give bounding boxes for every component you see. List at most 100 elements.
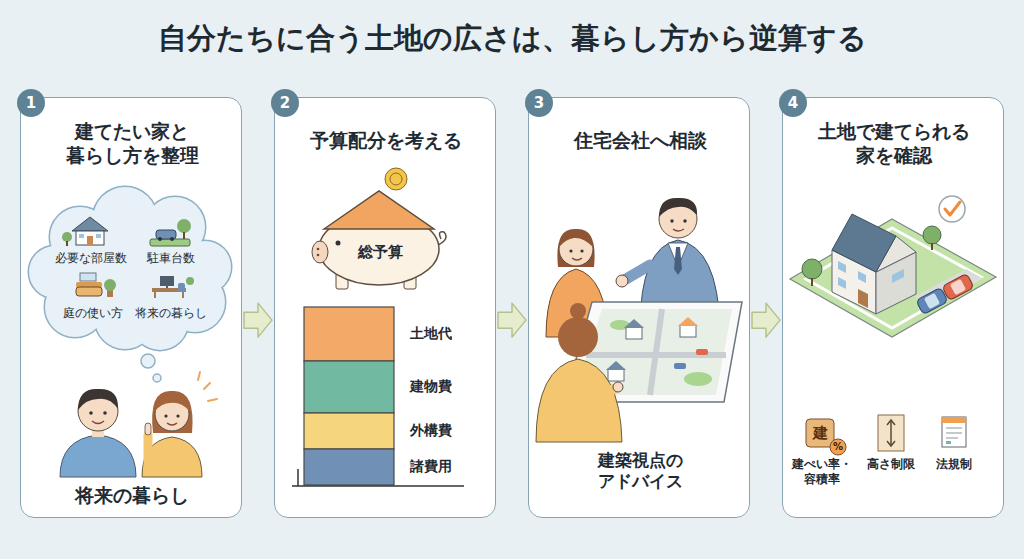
site-plan-board <box>696 349 708 355</box>
flow-arrow <box>498 303 526 337</box>
icon-glyph: 建 <box>808 424 832 443</box>
regulation-document-icon <box>942 417 966 447</box>
client-woman <box>570 303 586 319</box>
height-limit-icon <box>887 441 895 446</box>
piggy-bank <box>317 254 320 257</box>
thought-bubble: 必要な部屋数駐車台数庭の使い方将来の暮らし <box>41 198 223 343</box>
step-panel: 土地で建てられる 家を確認4 <box>782 97 1004 518</box>
step4-illustration <box>790 196 996 455</box>
site-plan-board <box>674 363 686 369</box>
step-number-label: 1 <box>17 89 45 117</box>
site-plan-board <box>606 361 626 370</box>
car-red <box>950 279 966 295</box>
flow-arrow <box>244 303 272 337</box>
house-icon <box>62 217 108 246</box>
step3-illustration <box>536 198 742 442</box>
step-heading: 住宅会社へ相談 <box>540 129 740 153</box>
woman-figure <box>155 395 190 411</box>
budget-stack <box>292 485 464 487</box>
check-badge <box>939 196 965 222</box>
regulation-document-icon <box>946 428 962 429</box>
house-icon <box>96 234 101 238</box>
advisor-man <box>616 275 628 287</box>
height-limit-icon <box>890 421 892 445</box>
woman-figure <box>145 423 151 435</box>
client-woman <box>558 317 598 357</box>
diagram-title: 自分たちに合う土地の広さは、暮らし方から逆算する <box>0 20 1024 56</box>
desk-icon <box>152 276 194 298</box>
step-panel: 住宅会社へ相談建築視点の アドバイス3 <box>528 97 750 518</box>
garden-icon <box>76 273 116 297</box>
piggy-bank <box>324 191 434 229</box>
house-icon <box>76 231 104 245</box>
woman-figure <box>167 423 177 425</box>
site-plan-board <box>678 317 698 326</box>
check-badge <box>939 196 965 222</box>
wish-item: 将来の暮らし <box>131 306 211 321</box>
wish-item: 駐車台数 <box>136 251 206 266</box>
lot-plan <box>923 226 941 244</box>
check-badge <box>945 202 960 215</box>
site-plan-board <box>624 319 644 328</box>
budget-item: 建物費 <box>410 378 480 396</box>
budget-stack <box>304 449 394 485</box>
height-limit-icon <box>878 415 904 451</box>
advisor-man <box>659 198 697 217</box>
parking-icon <box>150 239 190 246</box>
house-model <box>858 289 868 308</box>
lot-plan <box>802 259 822 279</box>
height-limit-icon <box>878 415 904 451</box>
step-number: 1 <box>17 89 45 117</box>
woman-figure <box>176 414 179 417</box>
woman-figure <box>164 414 167 417</box>
step-number-label: 3 <box>525 89 553 117</box>
height-limit-icon <box>887 420 895 425</box>
thought-cloud <box>153 374 161 382</box>
budget-stack <box>304 361 394 413</box>
house-icon <box>79 234 84 238</box>
panel-ground <box>528 97 750 518</box>
regulation-document-icon <box>946 441 951 444</box>
house-model <box>838 261 846 273</box>
desk-icon <box>154 292 156 298</box>
budget-item: 諸費用 <box>410 458 480 476</box>
panel-ground <box>274 97 496 518</box>
coverage-ratio-icon <box>806 419 846 455</box>
piggy-bank <box>336 241 341 246</box>
house-icon <box>62 232 72 242</box>
desk-icon <box>186 277 194 285</box>
site-plan-board <box>680 325 696 337</box>
budget-item: 土地代 <box>410 325 480 343</box>
house-model <box>892 269 904 283</box>
advisor-man <box>670 219 673 222</box>
step-number-label: 4 <box>779 89 807 117</box>
rule-caption: 法規制 <box>928 457 980 472</box>
consultant-woman <box>572 258 582 260</box>
piggy-bank <box>317 248 320 251</box>
thought-cloud <box>29 187 231 350</box>
regulation-document-icon <box>942 417 966 447</box>
step-heading: 建てたい家と 暮らし方を整理 <box>32 120 232 168</box>
car-red <box>942 273 974 300</box>
piggy-bank <box>438 232 446 245</box>
client-woman <box>594 389 614 397</box>
consultant-woman <box>569 249 572 252</box>
garden-icon <box>80 273 96 281</box>
house-icon <box>66 241 68 246</box>
step-number: 2 <box>271 89 299 117</box>
garden-icon <box>76 287 102 296</box>
consultant-woman <box>580 249 583 252</box>
thought-cloud <box>50 217 210 327</box>
budget-stack <box>304 307 394 361</box>
man-figure <box>103 411 107 415</box>
site-plan-board <box>650 309 662 395</box>
desk-icon <box>166 286 168 288</box>
man-figure <box>92 421 104 424</box>
icon-glyph: % <box>830 441 846 454</box>
flow-arrow <box>752 303 780 337</box>
step-panel: 予算配分を考える2総予算 <box>274 97 496 518</box>
